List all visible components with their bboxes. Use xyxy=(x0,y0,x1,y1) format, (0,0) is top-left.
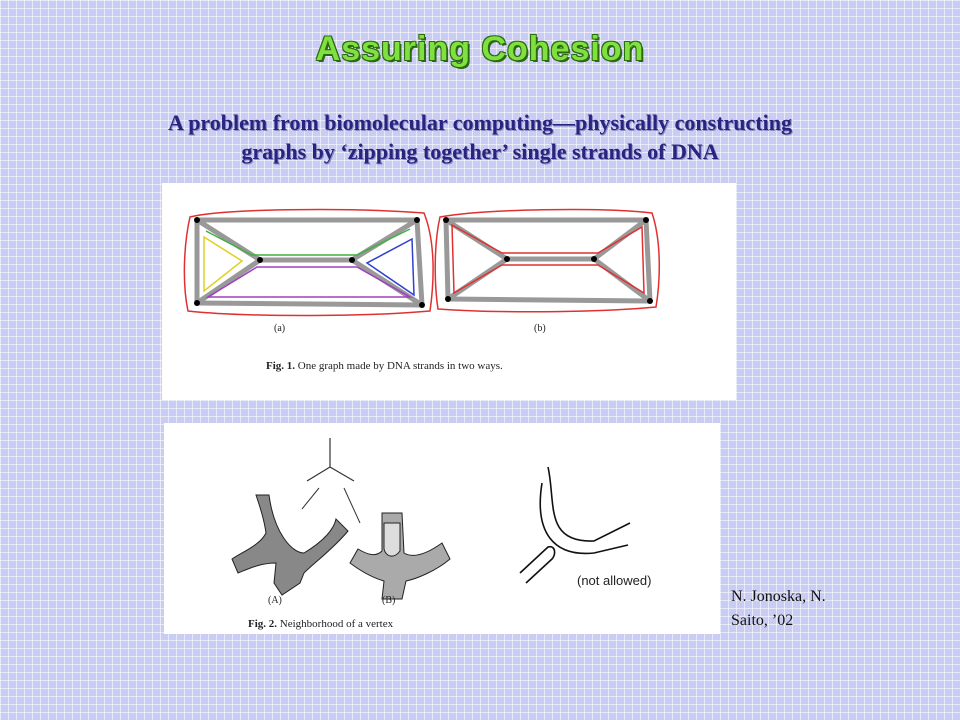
subtitle-line-1: A problem from biomolecular computing—ph… xyxy=(168,110,792,135)
figure-1-image: (a) (b) Fig. 1. One graph made by DNA st… xyxy=(162,183,736,400)
figure-2-image: (A) (B) Fig. 2. Neighborhood of a vertex xyxy=(164,423,720,634)
slide-subtitle: A problem from biomolecular computing—ph… xyxy=(80,108,880,166)
fig2-label-a: (A) xyxy=(268,595,282,606)
vertex-diagram: (A) (B) Fig. 2. Neighborhood of a vertex xyxy=(231,438,451,630)
fig2-caption: Fig. 2. Neighborhood of a vertex xyxy=(248,618,394,630)
citation-line-2: Saito, ’02 xyxy=(731,612,794,629)
citation: N. Jonoska, N. Saito, ’02 xyxy=(731,585,881,633)
fig1-label-a: (a) xyxy=(274,323,285,334)
fig1-caption-label: Fig. 1. xyxy=(266,360,295,372)
fig1-caption-text: One graph made by DNA strands in two way… xyxy=(295,360,503,372)
graph-b xyxy=(434,208,660,313)
citation-line-1: N. Jonoska, N. xyxy=(731,588,826,605)
figure-2-drawing: (A) (B) Fig. 2. Neighborhood of a vertex xyxy=(231,438,631,630)
slide-title: Assuring Cohesion xyxy=(315,30,645,68)
fig2-caption-text: Neighborhood of a vertex xyxy=(277,618,394,630)
fig2-caption-label: Fig. 2. xyxy=(248,618,277,630)
not-allowed-strands xyxy=(519,466,631,584)
figure-1-drawing: (a) (b) Fig. 1. One graph made by DNA st… xyxy=(183,208,660,372)
fig1-label-b: (b) xyxy=(534,323,546,334)
subtitle-line-2: graphs by ‘zipping together’ single stra… xyxy=(241,139,719,164)
graph-a xyxy=(183,208,434,317)
fig1-caption: Fig. 1. One graph made by DNA strands in… xyxy=(266,360,503,372)
fig2-label-b: (B) xyxy=(382,595,395,606)
not-allowed-label: (not allowed) xyxy=(577,573,652,588)
